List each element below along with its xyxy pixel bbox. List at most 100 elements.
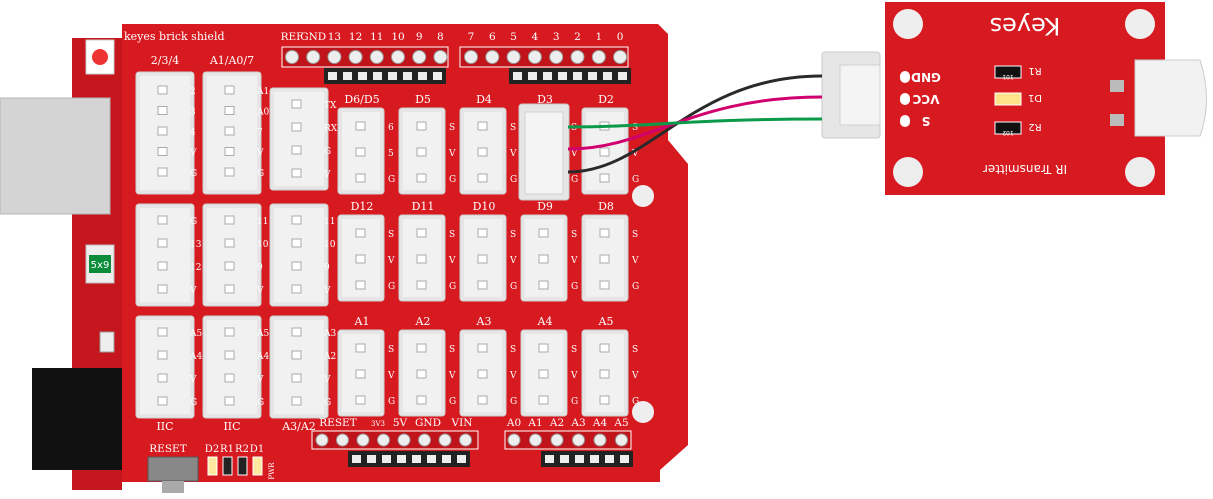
- port-pin-label: S: [510, 123, 516, 133]
- port-pin-label: S: [510, 345, 516, 355]
- port-pin-label: S: [449, 123, 455, 133]
- digital-header-label: 6: [489, 31, 496, 43]
- port-label: A5: [598, 315, 614, 328]
- tall-port-pin: [157, 327, 168, 337]
- port-label: D11: [412, 200, 435, 213]
- tall-port-top-label: A1/A0/7: [209, 54, 254, 67]
- tall-port-pin-label: 10: [324, 240, 336, 250]
- digital-header-pin: [464, 50, 478, 64]
- bottom-power-label: 5V: [393, 417, 408, 429]
- bottom-power-pin: [418, 433, 431, 447]
- bottom-analog-label: A0: [506, 417, 521, 429]
- port-pin-label: 5: [388, 149, 394, 159]
- module-pin-label: GND: [911, 70, 941, 84]
- arduino-reset-cap: [92, 49, 108, 65]
- tall-port-pin: [224, 85, 235, 95]
- socket-row-b-pin: [573, 72, 582, 80]
- tall-port-pin-label: 3: [190, 108, 196, 118]
- port-pin-label: V: [448, 256, 456, 266]
- port-pin: [416, 121, 427, 131]
- bottom-socket-frame-b: [541, 451, 633, 467]
- port-pin-label: G: [449, 282, 456, 292]
- port-label: A4: [537, 315, 553, 328]
- port-pin: [355, 343, 366, 353]
- tall-port-pin-label: A3: [323, 329, 336, 339]
- port-label: D2: [598, 93, 614, 106]
- digital-header-label: 2: [574, 31, 581, 43]
- reset-label: RESET: [149, 443, 186, 455]
- port-pin: [416, 173, 427, 183]
- tall-port-pin: [224, 327, 235, 337]
- tall-port-pin-label: A0: [256, 108, 269, 118]
- socket-row-a-pin: [328, 72, 337, 80]
- tall-port-pin: [224, 284, 235, 294]
- led-lead-1: [1110, 80, 1124, 92]
- power-header-label: 10: [391, 31, 404, 43]
- port-pin-label: V: [448, 371, 456, 381]
- tall-port-pin-label: 11: [324, 217, 335, 227]
- port-label: D3: [537, 93, 553, 106]
- bottom-socket-pin: [442, 455, 451, 463]
- port-label: A2: [415, 315, 431, 328]
- tall-port-pin-label: A4: [256, 352, 269, 362]
- port-pin: [477, 121, 488, 131]
- bottom-analog-pin: [572, 433, 585, 447]
- bottom-socket-pin: [412, 455, 421, 463]
- port-pin: [477, 395, 488, 405]
- arduino-chip-label-bg: [89, 255, 111, 273]
- bottom-power-pin: [397, 433, 411, 447]
- port-pin: [416, 228, 427, 238]
- led-lead-2: [1110, 114, 1124, 126]
- port-pin: [599, 228, 610, 238]
- port-pin-label: V: [631, 256, 639, 266]
- socket-row-a-pin: [373, 72, 382, 80]
- bottom-power-label: 3V3: [371, 420, 385, 428]
- tall-port-pin-label: V: [323, 286, 331, 296]
- bottom-socket-pin: [352, 455, 361, 463]
- tall-port-pin-label: 9: [324, 263, 330, 273]
- socket-row-a-pin: [388, 72, 397, 80]
- power-header-pin: [412, 50, 427, 64]
- socket-row-b-pin: [603, 72, 612, 80]
- power-header-label: 12: [349, 31, 362, 43]
- bottom-analog-pin: [615, 433, 628, 447]
- power-header-label: 11: [370, 31, 383, 43]
- port-pin-label: G: [449, 175, 456, 185]
- power-header-pin: [433, 50, 448, 64]
- power-header-pin: [348, 50, 363, 64]
- tall-port-pin-label: A5: [189, 329, 202, 339]
- module-hole-br: [1125, 157, 1155, 187]
- bottom-power-label: RESET: [319, 417, 356, 429]
- port-label: D4: [476, 93, 492, 106]
- port-pin: [477, 173, 488, 183]
- port-pin: [599, 280, 610, 290]
- port-pin: [416, 343, 427, 353]
- port-pin-label: S: [632, 123, 638, 133]
- led-label: R1: [220, 444, 234, 455]
- tall-port-pin: [291, 99, 302, 109]
- port-pin: [538, 280, 549, 290]
- resistor-code: 102: [1002, 129, 1014, 136]
- pwr-label: PWR: [268, 462, 276, 480]
- bottom-power-label: VIN: [451, 417, 473, 429]
- port-pin-label: G: [632, 282, 639, 292]
- module-component-label: R1: [1028, 65, 1041, 76]
- port-pin: [416, 395, 427, 405]
- port-pin-label: G: [571, 397, 578, 407]
- port-pin-label: G: [571, 175, 578, 185]
- module-pin-label: S: [922, 114, 931, 128]
- tall-port-pin: [157, 167, 168, 177]
- port-pin: [599, 254, 610, 264]
- usb-port: [0, 97, 111, 215]
- tall-port-pin-label: 4: [190, 128, 196, 138]
- port-pin: [599, 343, 610, 353]
- port-label: D12: [351, 200, 374, 213]
- bottom-power-pin: [438, 433, 452, 447]
- bottom-socket-pin: [457, 455, 466, 463]
- module-component-body: [994, 65, 1022, 79]
- port-pin: [477, 343, 488, 353]
- tall-port-pin-label: G: [257, 398, 264, 408]
- power-header-pin: [391, 50, 405, 64]
- power-jack: [32, 368, 127, 470]
